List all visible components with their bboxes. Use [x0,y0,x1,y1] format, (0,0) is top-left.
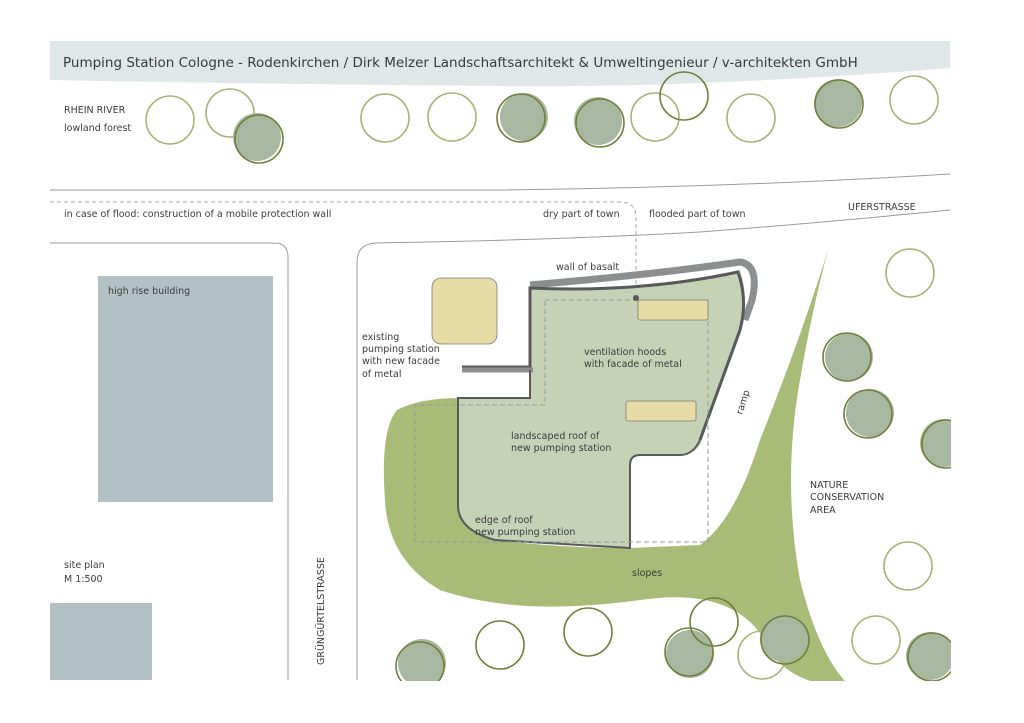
slopes-area [383,250,852,688]
label-lowland-forest: lowland forest [64,123,131,134]
label-slopes: slopes [632,568,662,579]
title-band [50,41,950,87]
label-existing-3: with new facade [362,356,440,367]
existing-pumping-station [431,277,498,345]
tree-column-east [822,248,971,591]
plan-title: Pumping Station Cologne - Rodenkirchen /… [63,55,858,71]
landscaped-roof [458,270,745,548]
label-landscaped-roof-1: landscaped roof of [511,431,600,442]
label-nature-3: AREA [810,505,836,516]
label-wall-of-basalt: wall of basalt [556,262,619,273]
road-east-edge [356,209,951,680]
road-uferstrasse-south-edge [50,242,289,680]
wall-of-basalt [462,270,745,441]
label-flooded-part: flooded part of town [649,209,746,220]
roof-edge-line [457,370,701,550]
label-landscaped-roof-2: new pumping station [511,443,611,454]
ventilation-hood-2 [625,400,697,422]
label-gruenguertelstrasse: GRÜNGÜRTELSTRASSE [316,557,327,665]
high-rise-building [98,276,273,502]
label-existing-2: pumping station [362,344,440,355]
label-rhein-river: RHEIN RIVER [64,105,126,116]
label-ramp: ramp [734,389,752,416]
label-dry-part: dry part of town [543,209,620,220]
label-nature-1: NATURE [810,480,848,491]
label-existing-1: existing [362,332,399,343]
label-edge-roof-1: edge of roof [475,515,533,526]
page-mask-right [951,0,1024,723]
label-high-rise: high rise building [108,286,190,297]
label-existing-4: of metal [362,369,401,380]
label-edge-roof-2: new pumping station [475,527,575,538]
label-ventilation-2: with facade of metal [584,359,682,370]
flood-protection-line [50,201,637,298]
label-site-plan: site plan [64,560,105,571]
label-uferstrasse: UFERSTRASSE [848,202,916,213]
tree-row-south [395,597,957,691]
road-uferstrasse-north-edge [50,173,951,191]
label-flood-note: in case of flood: construction of a mobi… [64,209,331,220]
label-scale: M 1:500 [64,574,103,585]
ventilation-hood-1 [637,299,709,321]
building-southwest [50,603,152,680]
existing-outline-dashed [414,299,709,543]
wall-of-basalt-outer [529,258,758,322]
page-mask-bottom [0,681,1024,723]
label-ventilation-1: ventilation hoods [584,347,666,358]
label-nature-2: CONSERVATION [810,492,884,503]
tree-row-north [145,71,939,164]
wall-marker [633,295,639,301]
